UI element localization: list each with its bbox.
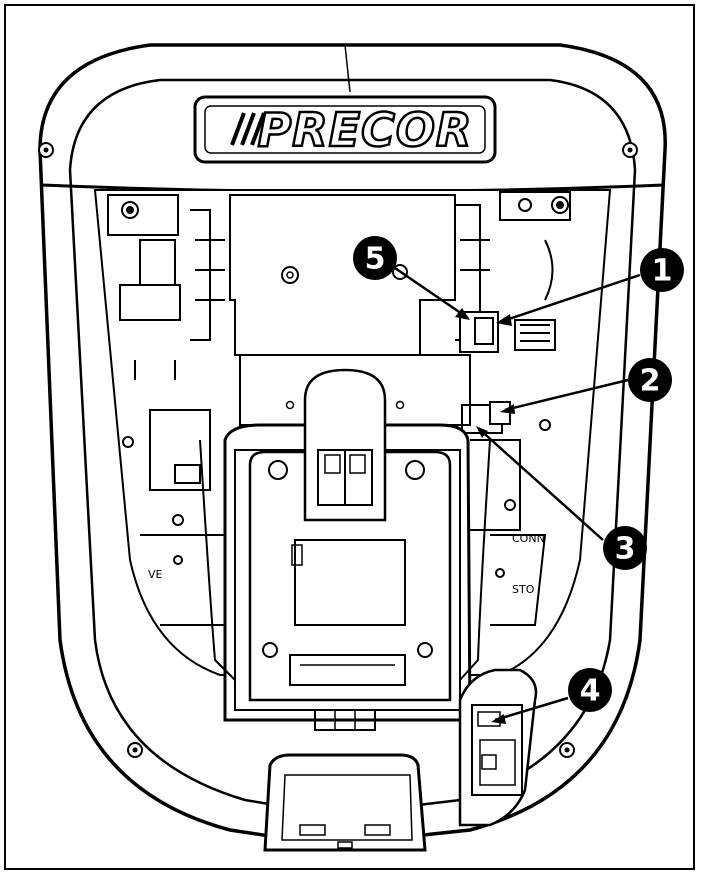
plate-window [294,539,406,626]
callout-3-number: 3 [615,532,636,567]
label-sto: STO [512,583,535,596]
top-seam [344,44,351,93]
label-conn: CONN [512,532,545,545]
figure-frame [4,4,695,870]
lower-right-pocket [458,668,538,827]
connector-block-top [459,311,499,353]
connector-4-housing [471,704,523,796]
left-bracket [107,194,181,448]
screw-bottom-right [559,742,575,758]
callout-1-number: 1 [652,254,673,289]
callout-3: 3 [603,526,647,570]
plate-screw [281,266,299,284]
screw-bottom-left [127,742,143,758]
logo-plate [193,95,497,164]
plate-holes [262,460,433,658]
brand-logo: PRECOR [258,103,473,157]
callout-2: 2 [628,358,672,402]
middle-panel [239,354,471,426]
callout-5-number: 5 [365,242,386,277]
screw-top-right [622,142,638,158]
mounting-plate [248,450,452,702]
label-ve: VE [148,568,163,581]
keyhole-tab [303,368,387,522]
left-clips [190,209,225,341]
screw-top-left [38,142,54,158]
leader-arrowheads [455,308,515,724]
plate-slot [289,654,406,686]
logo-stripes [230,112,266,146]
bottom-handle [263,753,427,852]
callout-2-number: 2 [640,364,661,399]
right-lower-panel [470,439,547,626]
callout-5: 5 [353,236,397,280]
callout-4: 4 [568,668,612,712]
leader-lines [391,264,641,722]
callout-1: 1 [640,248,684,292]
callout-4-number: 4 [580,674,601,709]
